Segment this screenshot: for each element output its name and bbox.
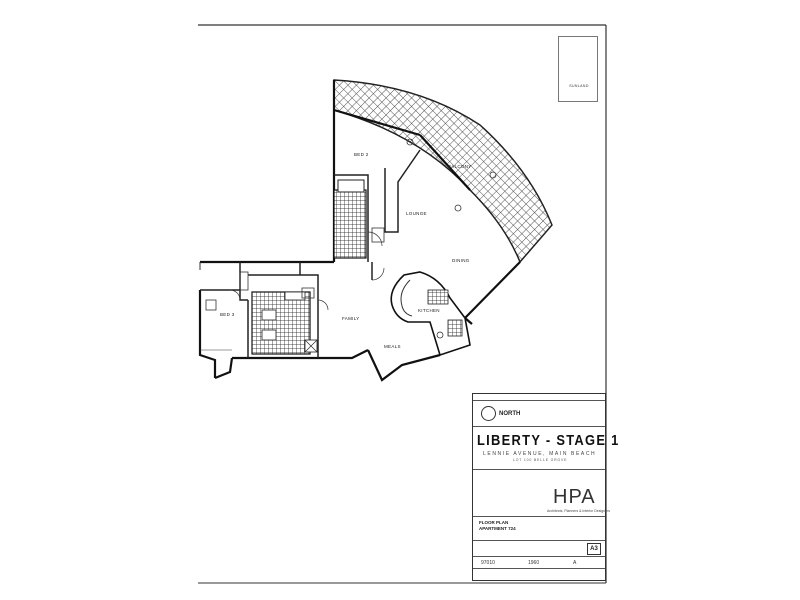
tb-divider bbox=[473, 400, 605, 401]
sink bbox=[447, 319, 463, 337]
tb-divider bbox=[473, 568, 605, 569]
logo-wordmark: SUNLAND bbox=[569, 84, 589, 88]
tb-divider bbox=[473, 540, 605, 541]
ensuite-tiles bbox=[333, 189, 367, 259]
room-label-kitchen: KITCHEN bbox=[418, 308, 440, 313]
project-address: LENNIE AVENUE, MAIN BEACH bbox=[483, 451, 597, 457]
room-label-meals: MEALS bbox=[384, 344, 401, 349]
architect-logo: HPA bbox=[553, 486, 596, 508]
vanity bbox=[261, 309, 277, 321]
room-label-lounge: LOUNGE bbox=[406, 211, 427, 216]
drawing-title: FLOOR PLAN APARTMENT 724 bbox=[479, 520, 516, 532]
room-label-balcony: BALCONY bbox=[448, 164, 472, 169]
drawing-title-line2: APARTMENT 724 bbox=[479, 526, 516, 531]
tb-divider bbox=[473, 556, 605, 557]
north-arrow-icon bbox=[481, 406, 496, 421]
balcony-hatched bbox=[333, 79, 553, 264]
job-number: 97010 bbox=[481, 560, 495, 566]
door-swings bbox=[229, 231, 385, 311]
revision: A bbox=[573, 560, 577, 566]
toilet bbox=[261, 329, 277, 341]
tb-divider bbox=[473, 516, 605, 517]
room-label-bed2: BED 2 bbox=[354, 152, 369, 157]
drawing-title-line1: FLOOR PLAN bbox=[479, 520, 509, 525]
project-subtitle: LOT 100 BELLE GROVE bbox=[513, 458, 568, 462]
room-label-bed3: BED 3 bbox=[220, 312, 235, 317]
title-block: NORTH LIBERTY - STAGE 1 LENNIE AVENUE, M… bbox=[472, 393, 618, 581]
sheet-size: A3 bbox=[587, 543, 601, 555]
tb-divider bbox=[473, 469, 605, 470]
laundry-bench bbox=[284, 291, 306, 301]
north-label: NORTH bbox=[499, 411, 521, 417]
kitchen-counter bbox=[390, 271, 471, 357]
bathtub bbox=[337, 179, 365, 193]
external-walls bbox=[198, 80, 521, 382]
bathroom-tiles bbox=[251, 291, 311, 355]
room-label-family: FAMILY bbox=[342, 316, 359, 321]
developer-logo: SUNLAND bbox=[558, 36, 598, 102]
room-label-dining: DINING bbox=[452, 258, 470, 263]
cooktop bbox=[427, 289, 449, 305]
drawing-number: 1960 bbox=[528, 560, 540, 566]
kitchen-curve-bench bbox=[400, 279, 413, 317]
project-title: LIBERTY - STAGE 1 bbox=[477, 432, 620, 449]
architect-subtitle: Architects, Planners & Interior Designer… bbox=[547, 509, 611, 513]
tb-divider bbox=[473, 426, 605, 427]
internal-walls bbox=[200, 149, 421, 358]
